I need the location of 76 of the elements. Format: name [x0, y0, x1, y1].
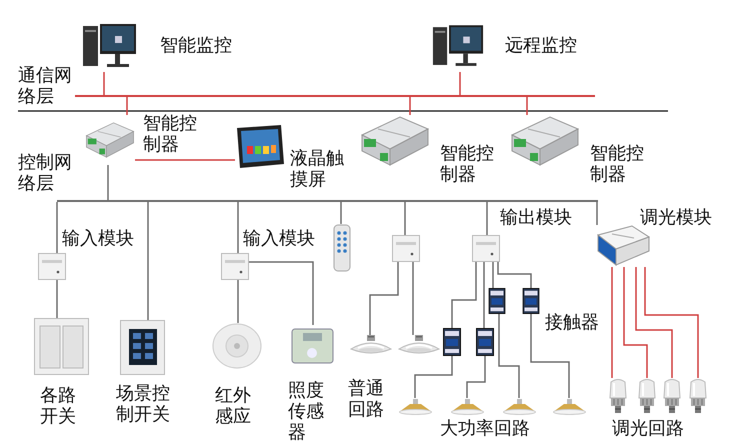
connector-line — [530, 314, 570, 398]
bulb-icon — [637, 378, 657, 414]
connector-line — [466, 356, 486, 398]
bulb-icon — [662, 378, 682, 414]
connector-line — [126, 97, 128, 115]
device-label: 输入模块 — [243, 228, 316, 249]
device-label: 调光模块 — [640, 207, 713, 228]
keypad-switch-icon — [120, 320, 165, 375]
device-label: 远程监控 — [505, 35, 578, 56]
connector-line — [404, 202, 406, 235]
connector-line — [644, 267, 699, 378]
bus-line — [57, 200, 598, 202]
device-label: 智能监控 — [160, 35, 233, 56]
contactor-icon — [488, 288, 506, 314]
connector-line — [492, 262, 494, 288]
connector-line — [135, 159, 235, 161]
high-bay-lamp-icon — [552, 398, 587, 415]
connector-line — [497, 262, 532, 288]
layer-label: 控制网络层 — [18, 152, 73, 194]
bulb-icon — [688, 378, 708, 414]
bus-line — [75, 95, 595, 97]
high-bay-lamp-icon — [502, 398, 537, 415]
high-bay-lamp-icon — [398, 398, 433, 415]
connector-line — [635, 267, 673, 378]
motion-sensor-icon — [212, 323, 262, 370]
connector-line — [486, 202, 488, 235]
connector-line — [414, 356, 453, 398]
connector-line — [611, 267, 613, 378]
connector-line — [498, 314, 520, 398]
module-icon — [472, 235, 500, 262]
layer-label: 通信网络层 — [18, 65, 73, 107]
high-bay-lamp-icon — [450, 398, 485, 415]
connector-line — [147, 202, 149, 320]
connector-line — [412, 262, 414, 335]
contactor-icon — [476, 328, 494, 356]
connector-line — [237, 280, 239, 323]
connector-line — [56, 280, 58, 318]
device-label: 输入模块 — [62, 228, 135, 249]
device-label: 红外感应 — [215, 385, 252, 427]
connector-line — [249, 261, 314, 325]
connector-line — [103, 72, 105, 95]
contactor-icon — [443, 328, 461, 356]
connector-line — [369, 262, 399, 335]
circuit-label: 调光回路 — [612, 418, 685, 439]
module-icon — [221, 253, 249, 280]
connector-line — [596, 202, 598, 225]
module-icon — [392, 235, 420, 262]
device-label: 各路开关 — [40, 385, 77, 427]
connector-line — [409, 97, 411, 115]
connector-line — [451, 262, 477, 328]
bulb-icon — [608, 378, 628, 414]
device-label: 液晶触摸屏 — [290, 148, 345, 190]
circuit-label: 普通回路 — [348, 378, 385, 420]
device-label: 智能控制器 — [143, 113, 198, 155]
connector-line — [483, 262, 485, 328]
controller-icon — [360, 115, 430, 167]
device-label: 智能控制器 — [590, 143, 645, 185]
device-label: 智能控制器 — [440, 143, 495, 185]
device-label: 输出模块 — [500, 207, 573, 228]
connector-line — [340, 202, 342, 224]
contactor-icon — [522, 288, 540, 314]
module-icon — [38, 253, 66, 280]
connector-line — [623, 267, 648, 378]
wall-switch-icon — [34, 318, 89, 375]
connector-line — [459, 72, 461, 95]
connector-line — [526, 97, 528, 115]
device-label: 场景控制开关 — [116, 383, 171, 425]
circuit-label: 大功率回路 — [440, 418, 531, 439]
device-label: 照度传感器 — [288, 380, 325, 443]
connector-line — [237, 202, 239, 253]
touch-screen-icon — [235, 124, 285, 169]
connector-line — [107, 165, 109, 200]
remote-control-icon — [333, 224, 351, 272]
connector-line — [56, 202, 58, 253]
circuit-label: 接触器 — [545, 312, 600, 333]
controller-icon — [510, 115, 580, 167]
